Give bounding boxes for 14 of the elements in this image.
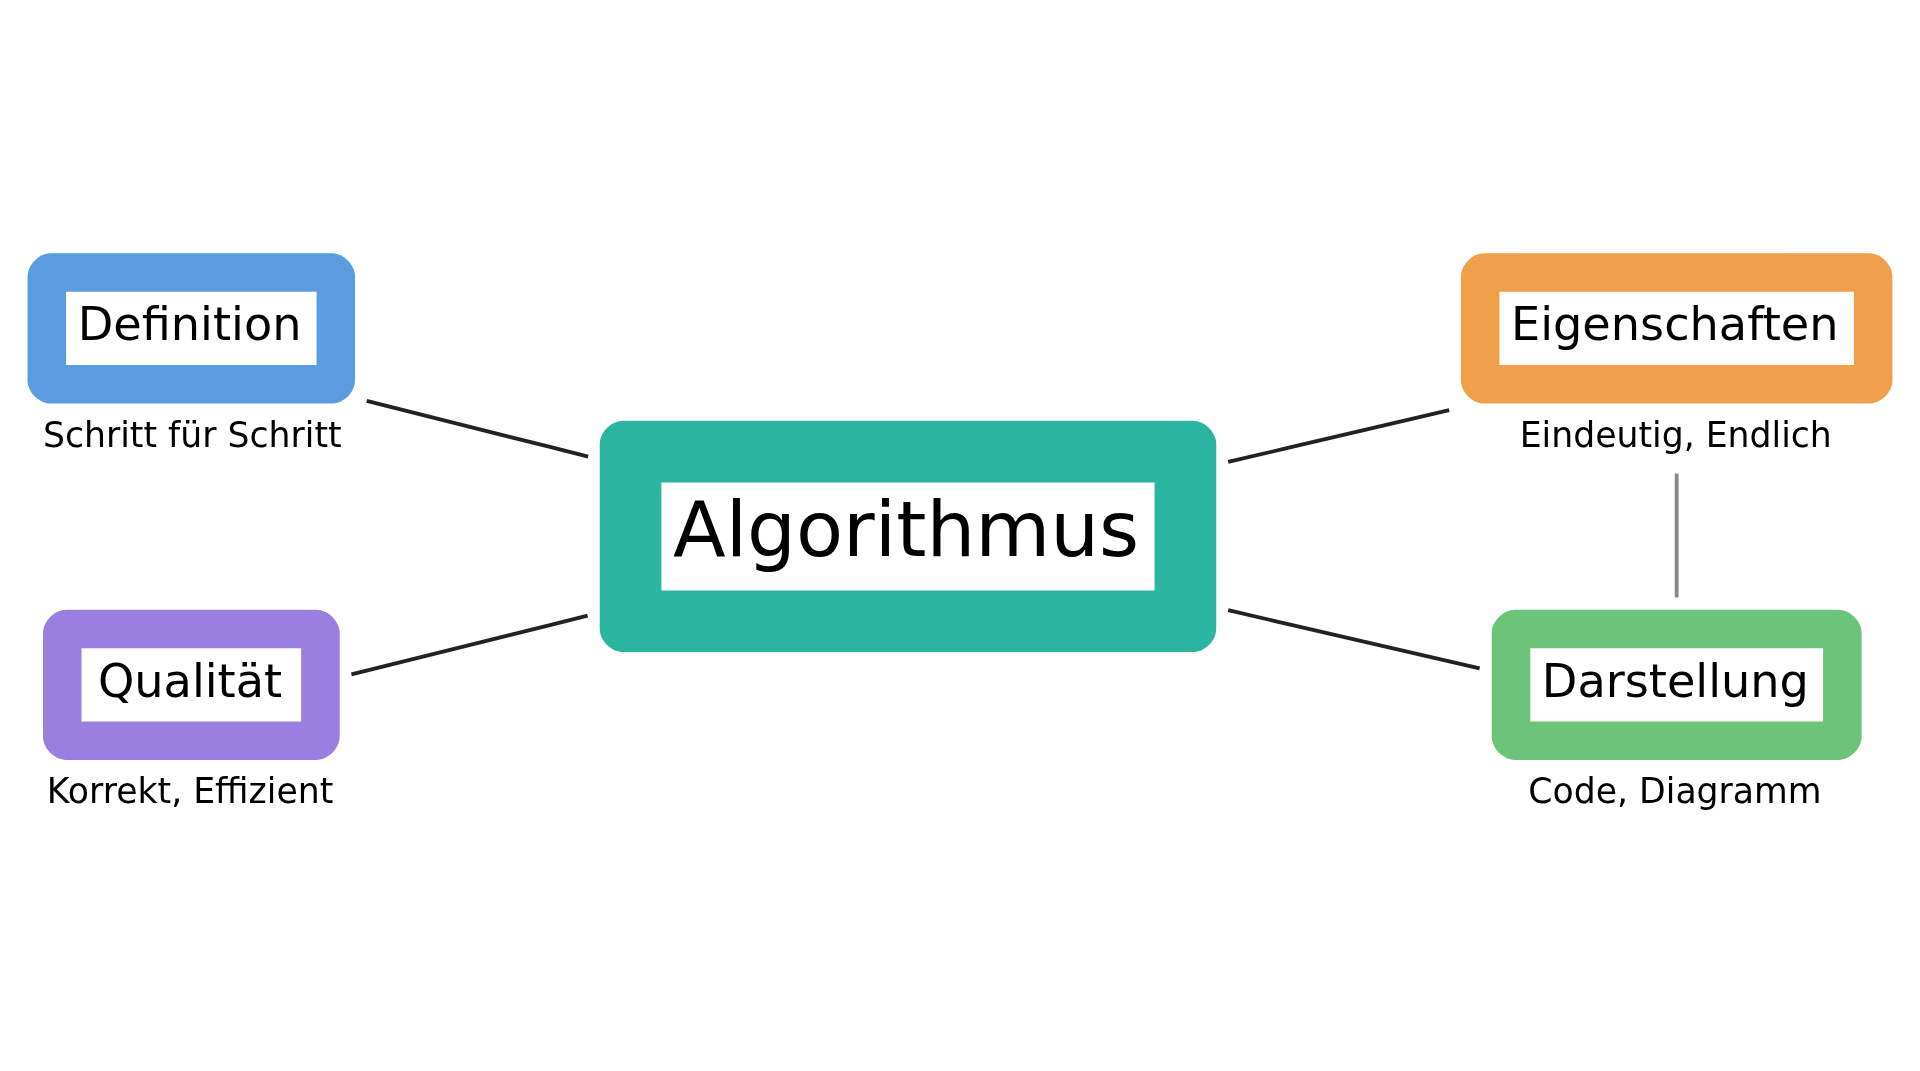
node-box: Qualität <box>43 609 340 760</box>
node-box: Darstellung <box>1491 609 1862 760</box>
node-label: Korrekt, Effizient <box>46 771 334 812</box>
connector <box>1227 608 1481 671</box>
node-box: Definition <box>27 253 356 404</box>
node-label: Code, Diagramm <box>1528 771 1822 812</box>
connector <box>1227 408 1450 464</box>
connector <box>1674 473 1679 598</box>
node-label: Eindeutig, Endlich <box>1519 414 1832 455</box>
connector <box>366 399 589 459</box>
node-box: Algorithmus <box>599 420 1217 653</box>
connector <box>350 613 589 677</box>
node-box: Eigenschaften <box>1460 253 1893 404</box>
node-label: Schritt für Schritt <box>42 414 342 455</box>
